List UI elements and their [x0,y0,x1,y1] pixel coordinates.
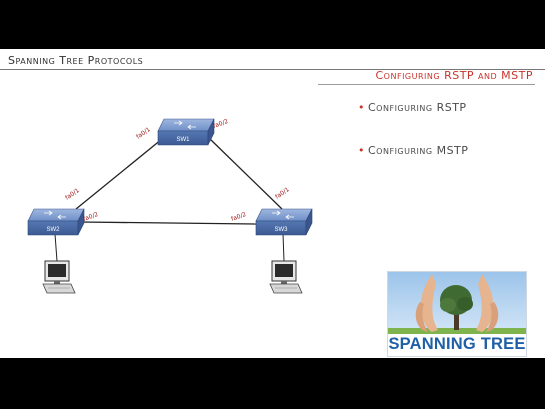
section-title: Configuring RSTP and MSTP [375,69,533,82]
link-sw3-pc [282,233,285,262]
port-label: fa0/1 [135,126,152,141]
link-sw1-sw3 [209,138,283,210]
switch-label: SW1 [176,137,190,143]
bullet-item: •Configuring MSTP [358,144,468,157]
header-divider [0,69,545,70]
tree-hands-image [388,272,526,356]
header-title: Spanning Tree Protocols [8,54,144,67]
bullet-list: •Configuring RSTP •Configuring MSTP [358,101,468,187]
port-label: fa0/1 [64,187,81,202]
link-sw2-sw3 [79,221,257,225]
computer-icon[interactable] [269,260,303,294]
switch-sw2[interactable]: SW2 [27,208,85,236]
spanning-tree-banner: SPANNING TREE [387,271,527,357]
port-label: fa0/1 [274,186,291,201]
bullet-text: Configuring MSTP [368,144,469,157]
switch-sw3[interactable]: SW3 [255,208,313,236]
bullet-dot-icon: • [358,144,365,157]
port-label: fa0/2 [230,211,247,223]
switch-label: SW2 [46,227,60,233]
switch-sw1[interactable]: SW1 [157,118,215,146]
port-label: fa0/2 [82,211,99,223]
bullet-dot-icon: • [358,101,365,114]
bullet-text: Configuring RSTP [368,101,467,114]
link-sw1-sw2 [75,138,163,210]
port-label: fa0/2 [212,118,229,130]
banner-text: SPANNING TREE [388,335,526,353]
bullet-item: •Configuring RSTP [358,101,468,114]
computer-icon[interactable] [42,260,76,294]
slide: Spanning Tree Protocols Configuring RSTP… [0,49,545,358]
switch-label: SW3 [274,227,288,233]
section-underline [318,84,535,85]
network-diagram: SW1 SW2 SW3 fa0/1 fa0/2 fa0/1 fa0/2 fa0/… [27,118,313,294]
link-sw2-pc [54,233,58,262]
